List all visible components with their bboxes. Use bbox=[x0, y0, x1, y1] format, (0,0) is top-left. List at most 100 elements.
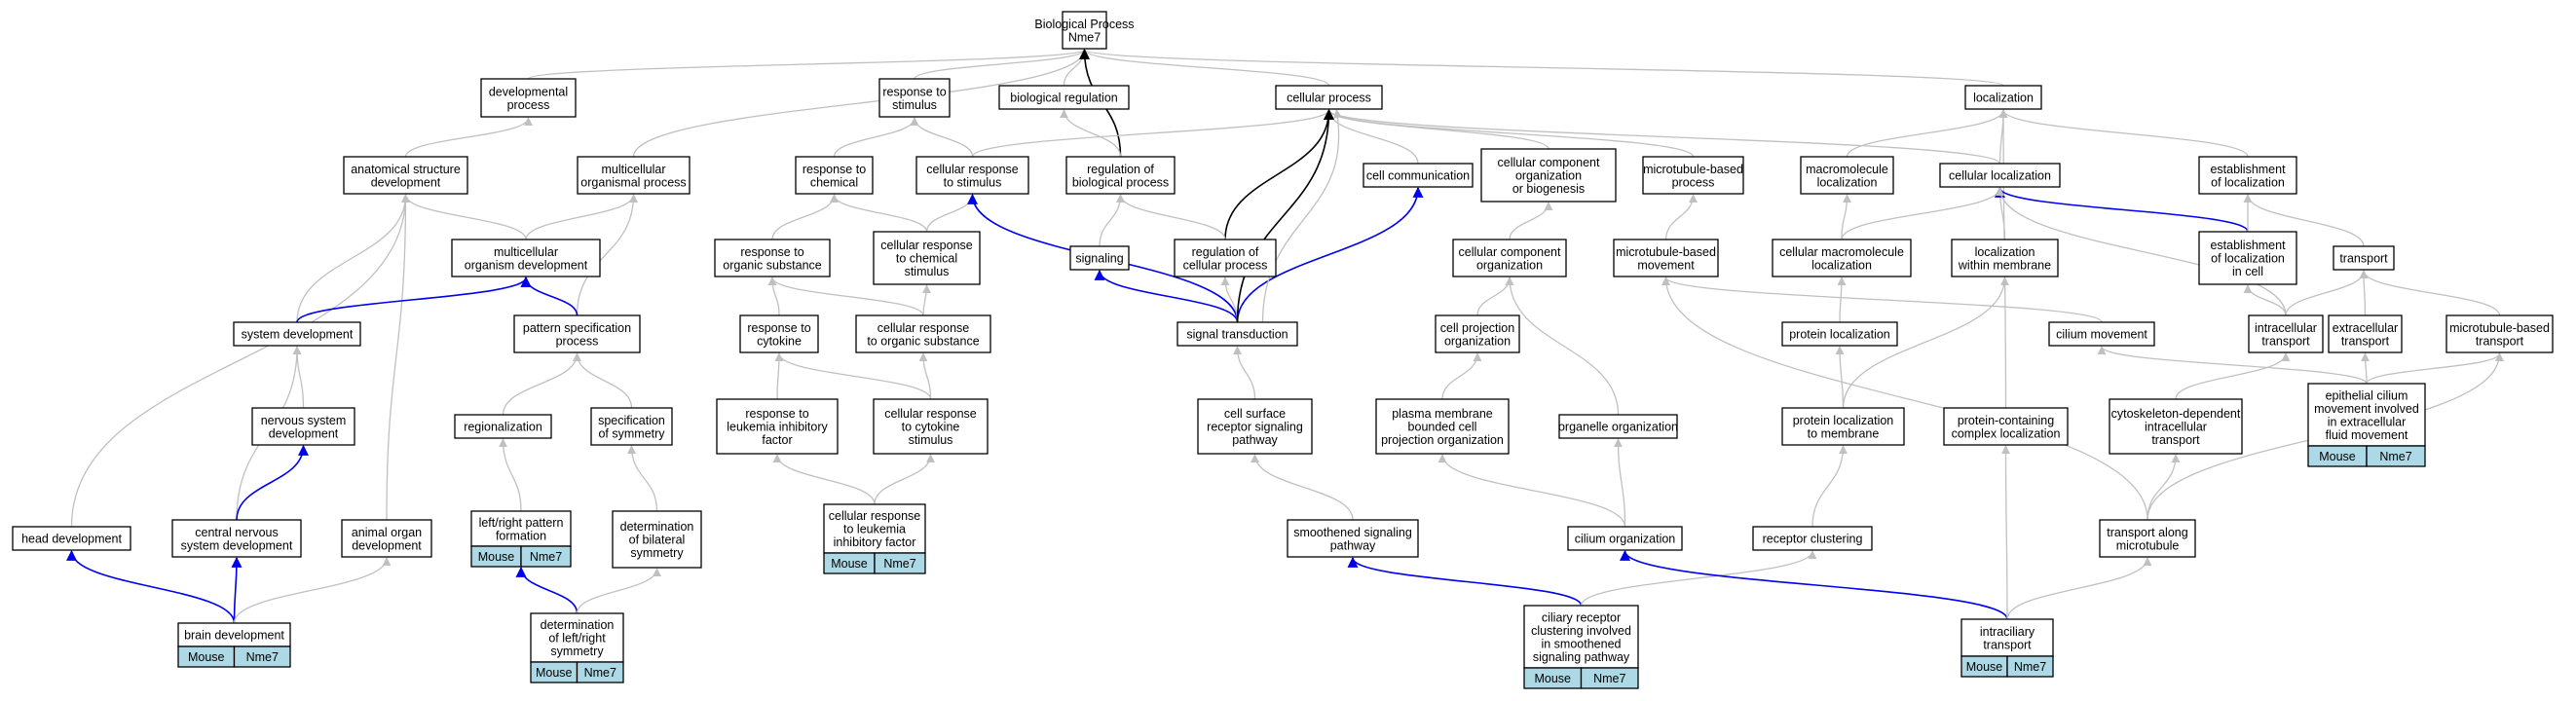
edge-regulates bbox=[1620, 549, 2008, 620]
edge-is-a bbox=[1251, 454, 1354, 521]
edge-is-a bbox=[70, 194, 410, 528]
go-term-signaling[interactable]: signaling bbox=[1069, 245, 1130, 271]
term-label-line: transport bbox=[2341, 334, 2390, 348]
edge-is-a bbox=[971, 109, 1333, 158]
edge-is-a bbox=[2361, 352, 2371, 385]
term-label-line: cellular response bbox=[829, 509, 921, 523]
term-label-line: brain development bbox=[184, 629, 284, 643]
term-box bbox=[1781, 321, 1898, 347]
go-term-sys-dev[interactable]: system development bbox=[233, 321, 361, 347]
go-term-cyto-trans[interactable]: cytoskeleton-dependentintracellulartrans… bbox=[2109, 398, 2243, 455]
go-term-sig-trans[interactable]: signal transduction bbox=[1176, 321, 1298, 347]
edge-is-a bbox=[1325, 109, 1549, 150]
term-box bbox=[855, 314, 991, 353]
go-term-localization[interactable]: localization bbox=[1964, 85, 2042, 110]
go-term-regionalization[interactable]: regionalization bbox=[454, 414, 552, 439]
species-label: Mouse bbox=[1534, 672, 1571, 685]
go-term-head-dev[interactable]: head development bbox=[12, 526, 131, 551]
term-box bbox=[454, 414, 552, 439]
term-box bbox=[873, 231, 981, 285]
term-box bbox=[2099, 519, 2196, 558]
term-label-line: factor bbox=[762, 433, 792, 447]
edge-is-a bbox=[772, 454, 876, 505]
go-term-cell-loc[interactable]: cellular localization bbox=[1939, 163, 2061, 188]
term-label-line: transport bbox=[2151, 433, 2200, 447]
species-label: Mouse bbox=[188, 650, 225, 664]
term-label-line: intracellular bbox=[2145, 421, 2207, 434]
go-term-bio-reg[interactable]: biological regulation bbox=[998, 85, 1130, 110]
edge-is-a bbox=[925, 194, 977, 233]
go-term-cell-proc[interactable]: cellular process bbox=[1275, 85, 1383, 110]
go-term-cilium-move[interactable]: cilium movement bbox=[2048, 321, 2155, 347]
term-box bbox=[480, 78, 577, 118]
go-term-cilium-org[interactable]: cilium organization bbox=[1567, 526, 1683, 551]
term-label-line: cellular response bbox=[877, 321, 970, 335]
edge-is-a bbox=[401, 194, 527, 240]
go-term-cell-comm[interactable]: cell communication bbox=[1363, 163, 1474, 188]
go-term-prot-loc[interactable]: protein localization bbox=[1781, 321, 1898, 347]
go-term-rec-cluster[interactable]: receptor clustering bbox=[1752, 526, 1873, 551]
term-label-line: movement bbox=[1637, 258, 1695, 272]
term-box bbox=[716, 398, 839, 455]
go-term-org-org[interactable]: organelle organization bbox=[1558, 414, 1678, 439]
term-label-line: to membrane bbox=[1808, 426, 1880, 440]
edge-is-a bbox=[771, 194, 839, 240]
go-term-transport[interactable]: transport bbox=[2333, 245, 2395, 271]
term-label-line: system development bbox=[242, 328, 354, 342]
edge-is-a bbox=[1261, 109, 1343, 323]
edge-is-a bbox=[1441, 352, 1482, 400]
term-label-line: of symmetry bbox=[598, 426, 665, 440]
term-label-line: organization bbox=[1476, 258, 1543, 272]
edge-is-a bbox=[1998, 109, 2249, 158]
